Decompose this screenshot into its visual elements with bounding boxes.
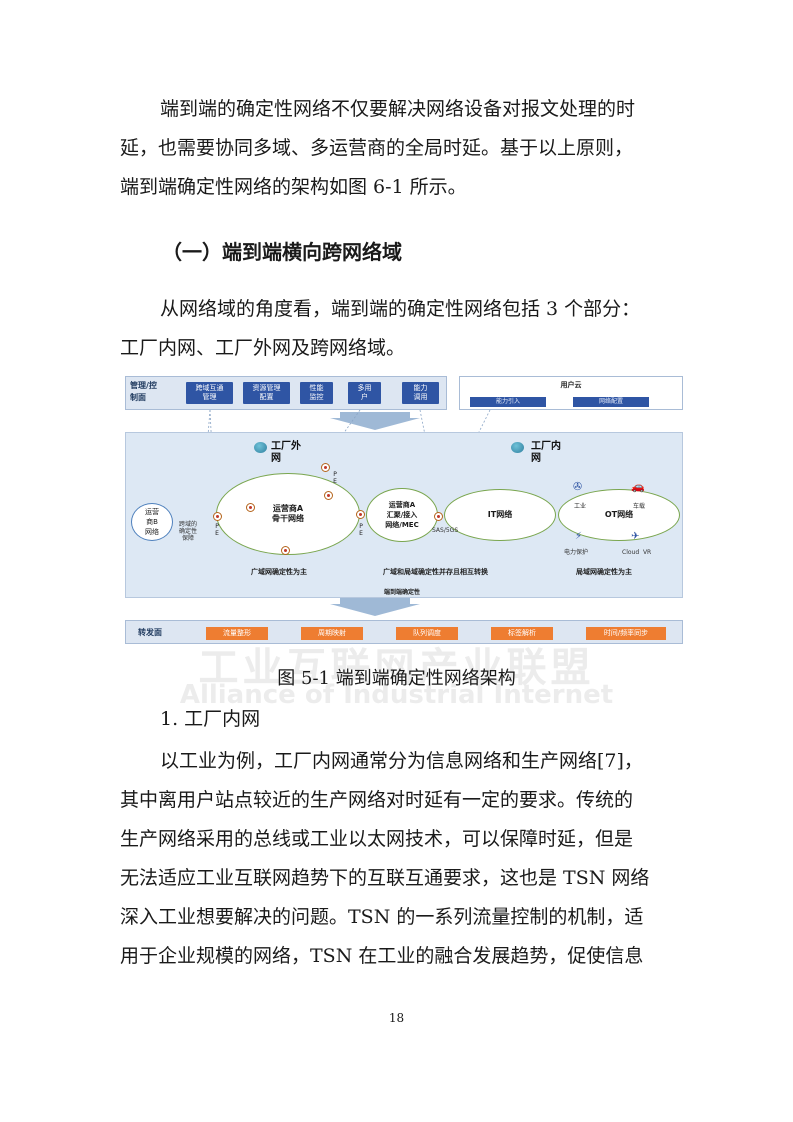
text-line: 端到端确定性网络的架构如图 6-1 所示。 (120, 176, 467, 198)
carrier-a-backbone: 运营商A 骨干网络 (216, 473, 360, 555)
ot-network: OT网络 (558, 489, 680, 541)
domain-paragraph: 从网络域的角度看，端到端的确定性网络包括 3 个部分： 工厂内网、工厂外网及跨网… (120, 290, 672, 368)
outer-network-bullet-icon (254, 442, 267, 453)
carrier-a-edge: 运营商A 汇聚/接入 网络/MEC (366, 488, 438, 542)
zone-label-lan: 局域网确定性为主 (576, 568, 632, 576)
forwarding-plane-title: 转发面 (138, 628, 162, 637)
section-heading: （一）端到端横向跨网络域 (162, 240, 402, 264)
vehicle-icon: 🚗 (631, 480, 645, 493)
sas-label: SAS/5GS (432, 527, 459, 534)
fwd-button-queue: 队列调度 (396, 627, 458, 640)
fwd-button-sync: 时间/频率同步 (586, 627, 666, 640)
vr-icon: ✈ (631, 531, 640, 542)
mgmt-button-multi-user: 多用 户 (348, 382, 381, 404)
management-plane: 管理/控 制面 跨域互通 管理 资源管理 配置 性能 监控 多用 户 能力 调用 (125, 376, 447, 410)
inner-network-bullet-icon (511, 442, 524, 453)
outer-network-title: 工厂外 网 (271, 441, 301, 464)
forwarding-plane: 转发面 流量整形 周期映射 队列调度 标签解析 时间/频率同步 (125, 620, 683, 644)
zone-label-wan: 广域网确定性为主 (251, 568, 307, 576)
text-line: 以工业为例，工厂内网通常分为信息网络和生产网络[7]， (160, 750, 643, 772)
device-label-cloud-vr: Cloud VR (622, 549, 652, 556)
cross-domain-note: 跨域的 确定性 保障 (179, 521, 198, 542)
device-label-power: 电力保护 (564, 549, 589, 556)
p-router-icon (324, 491, 333, 500)
text-line: 深入工业想要解决的问题。TSN 的一系列流量控制的机制，适 (120, 906, 644, 928)
device-label-industry: 工业 (574, 503, 587, 510)
inner-network-title: 工厂内 网 (531, 441, 561, 464)
cloud-chip-capability: 能力引入 (470, 397, 546, 407)
text-line: 端到端的确定性网络不仅要解决网络设备对报文处理的时 (160, 98, 636, 120)
pe-label: P E (215, 523, 219, 537)
fwd-button-label: 标签解析 (491, 627, 553, 640)
mgmt-button-capability: 能力 调用 (402, 382, 439, 404)
pe-router-icon (356, 510, 365, 519)
network-domain-area: 工厂外 网 工厂内 网 运营 商B 网络 跨域的 确定性 保障 运营商A 骨干网… (125, 432, 683, 598)
watermark-en: Alliance of Industrial Internet (179, 680, 614, 710)
pe-label: P E (359, 523, 363, 537)
body-paragraph: 以工业为例，工厂内网通常分为信息网络和生产网络[7]， 其中离用户站点较近的生产… (120, 742, 672, 976)
zone-label-mixed: 广域和局域确定性并存且相互转换 (383, 568, 488, 576)
mgmt-button-performance: 性能 监控 (300, 382, 333, 404)
user-cloud-title: 用户云 (560, 381, 582, 389)
sub-heading: 1. 工厂内网 (160, 708, 261, 730)
pe-router-icon (213, 512, 222, 521)
pe-router-icon (321, 463, 330, 472)
carrier-b-network: 运营 商B 网络 (131, 503, 173, 541)
sas-gateway-icon (434, 512, 443, 521)
device-label-vehicle: 车载 (633, 503, 646, 510)
fwd-button-cycle-mapping: 周期映射 (301, 627, 363, 640)
robot-arm-icon: ✇ (573, 480, 583, 493)
down-arrow-top (330, 412, 420, 430)
user-cloud: 用户云 能力引入 网络配置 (459, 376, 683, 410)
down-arrow-bottom (330, 598, 420, 616)
p-router-icon (246, 503, 255, 512)
mgmt-button-cross-domain: 跨域互通 管理 (186, 382, 233, 404)
text-line: 用于企业规模的网络，TSN 在工业的融合发展趋势，促使信息 (120, 945, 644, 967)
power-icon: ⚡ (575, 531, 583, 542)
pe-label: P E (333, 471, 337, 485)
management-plane-title: 管理/控 制面 (130, 381, 157, 402)
text-line: 生产网络采用的总线或工业以太网技术，可以保障时延，但是 (120, 828, 634, 850)
figure-caption: 图 5-1 端到端确定性网络架构 (277, 668, 516, 689)
text-line: 从网络域的角度看，端到端的确定性网络包括 3 个部分： (160, 298, 641, 320)
it-network: IT网络 (444, 489, 556, 541)
p-router-icon (281, 546, 290, 555)
fwd-button-shaping: 流量整形 (206, 627, 268, 640)
text-line: 无法适应工业互联网趋势下的互联互通要求，这也是 TSN 网络 (120, 867, 650, 889)
watermark-cn: 工业互联网产业联盟 (198, 645, 595, 691)
text-line: 其中离用户站点较近的生产网络对时延有一定的要求。传统的 (120, 789, 634, 811)
intro-paragraph: 端到端的确定性网络不仅要解决网络设备对报文处理的时 延，也需要协同多域、多运营商… (120, 90, 672, 207)
text-line: 工厂内网、工厂外网及跨网络域。 (120, 337, 406, 359)
page-number: 18 (388, 1011, 405, 1025)
e2e-label: 端到端确定性 (384, 589, 421, 596)
text-line: 延，也需要协同多域、多运营商的全局时延。基于以上原则， (120, 137, 634, 159)
architecture-diagram: 管理/控 制面 跨域互通 管理 资源管理 配置 性能 监控 多用 户 能力 调用… (120, 372, 686, 650)
mgmt-button-resource: 资源管理 配置 (243, 382, 290, 404)
cloud-chip-network-config: 网络配置 (573, 397, 649, 407)
